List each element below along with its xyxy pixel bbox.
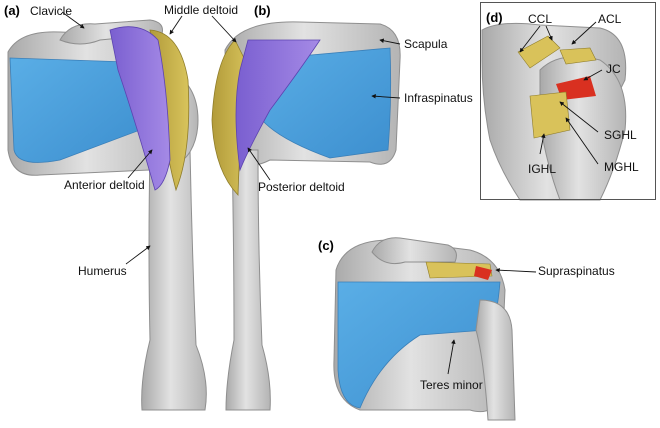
panel-d-model (481, 3, 655, 201)
label-mghl: MGHL (604, 160, 639, 174)
label-anterior-deltoid: Anterior deltoid (64, 178, 145, 192)
leader-anterior-deltoid (127, 149, 153, 179)
leader-posterior-deltoid (247, 147, 271, 181)
leader-supraspinatus (495, 267, 537, 273)
leader-middle-deltoid-b (211, 15, 237, 43)
leader-humerus (125, 245, 151, 265)
clavicle-bone-c (371, 237, 457, 265)
leader-jc (583, 69, 603, 81)
label-supraspinatus: Supraspinatus (538, 264, 615, 278)
leader-acl (571, 21, 597, 45)
label-acl: ACL (598, 12, 622, 26)
label-ighl: IGHL (528, 162, 557, 176)
joint-capsule-c (474, 266, 492, 280)
label-scapula: Scapula (404, 37, 448, 51)
label-posterior-deltoid: Posterior deltoid (258, 180, 345, 194)
panel-label-c: (c) (318, 238, 334, 253)
leader-ccl-2 (545, 25, 553, 41)
label-ccl: CCL (528, 12, 553, 26)
panel-c-model (333, 237, 516, 421)
label-infraspinatus: Infraspinatus (404, 91, 473, 105)
panel-label-d: (d) (486, 10, 503, 25)
label-sghl: SGHL (604, 128, 637, 142)
humerus-c (475, 299, 516, 421)
leader-infraspinatus (371, 94, 401, 99)
label-jc: JC (606, 62, 621, 76)
leader-ighl (539, 133, 546, 155)
label-teres-minor: Teres minor (420, 378, 483, 392)
humerus-b (225, 149, 271, 411)
acl-ligament-d (559, 47, 597, 65)
leader-mghl (565, 117, 599, 165)
leader-sghl (559, 101, 599, 133)
anterior-deltoid-a (109, 26, 171, 191)
leader-teres-minor (447, 339, 456, 375)
label-clavicle: Clavicle (30, 4, 73, 18)
leader-scapula (379, 38, 401, 45)
panel-label-b: (b) (254, 3, 271, 18)
leader-ccl-1 (519, 25, 541, 53)
humerus-a (141, 149, 207, 411)
inset-frame-d (480, 2, 656, 200)
label-middle-deltoid: Middle deltoid (164, 3, 239, 17)
label-humerus: Humerus (78, 264, 127, 278)
panel-a-model (7, 19, 207, 411)
panel-b-model (211, 21, 401, 411)
leader-middle-deltoid-a (169, 15, 183, 35)
ccl-ligament-d (517, 35, 561, 69)
panel-label-a: (a) (4, 3, 20, 18)
leader-clavicle (61, 11, 85, 29)
leader-lines (61, 11, 603, 375)
